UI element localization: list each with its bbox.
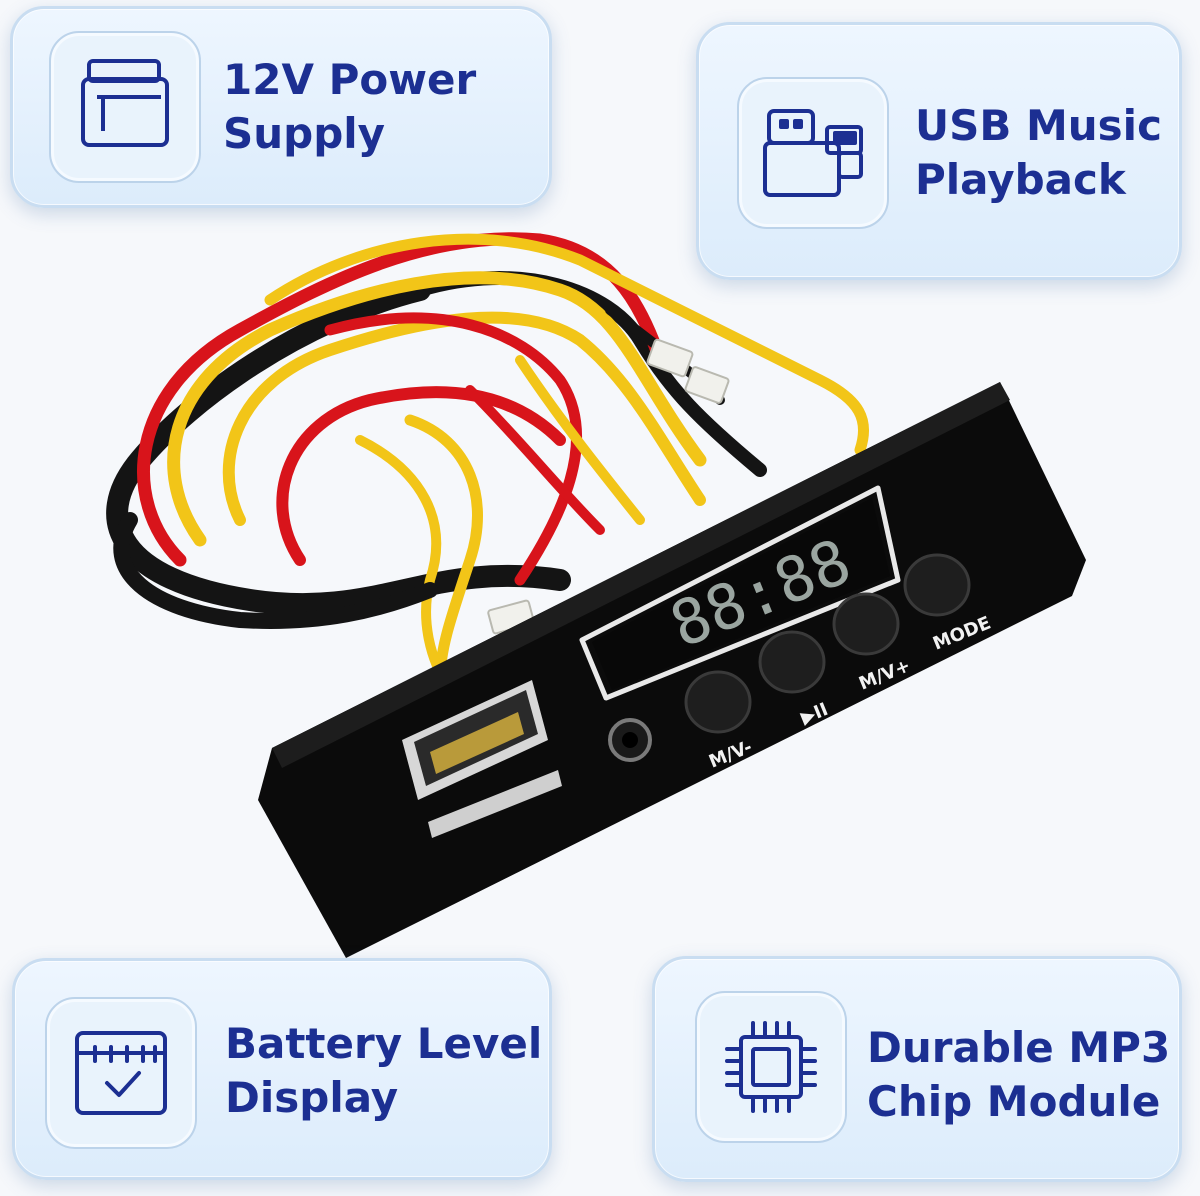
feature-label: 12V Power Supply — [223, 53, 476, 161]
mp3-module — [258, 382, 1086, 958]
feature-label-line1: Durable MP3 — [867, 1023, 1171, 1072]
feature-label-line2: Chip Module — [867, 1077, 1161, 1126]
feature-card-battery-display: Battery Level Display — [12, 958, 552, 1180]
calendar-check-icon — [75, 1031, 167, 1115]
chip-icon — [725, 1021, 817, 1113]
feature-card-chip: Durable MP3 Chip Module — [652, 956, 1182, 1182]
usb-device-icon — [763, 109, 863, 197]
feature-label: USB Music Playback — [915, 99, 1162, 207]
feature-label-line2: Supply — [223, 109, 386, 158]
feature-label-line2: Playback — [915, 155, 1126, 204]
icon-frame — [695, 991, 847, 1143]
icon-frame — [737, 77, 889, 229]
feature-label-line2: Display — [225, 1073, 399, 1122]
feature-label: Battery Level Display — [225, 1017, 542, 1125]
feature-label-line1: Battery Level — [225, 1019, 543, 1068]
feature-label-line1: 12V Power — [223, 55, 477, 104]
feature-label-line1: USB Music — [915, 101, 1162, 150]
feature-label: Durable MP3 Chip Module — [867, 1021, 1170, 1129]
icon-frame — [49, 31, 201, 183]
battery-icon — [81, 59, 169, 147]
icon-frame — [45, 997, 197, 1149]
feature-card-usb: USB Music Playback — [696, 22, 1182, 280]
feature-card-power: 12V Power Supply — [10, 6, 552, 208]
